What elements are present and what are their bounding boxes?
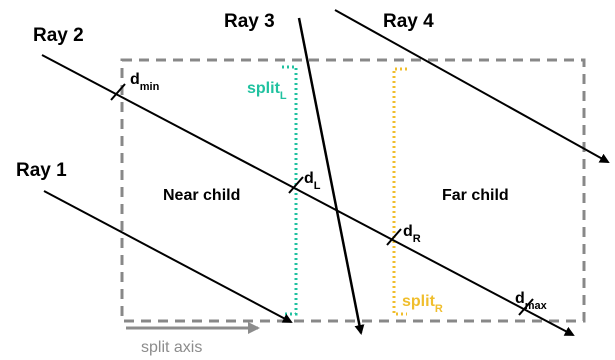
split-right-sub: R: [435, 303, 443, 315]
tick-dR: [386, 228, 402, 246]
ray-4-label: Ray 4: [383, 11, 434, 32]
split-plane-left: [282, 65, 298, 316]
far-child-label: Far child: [442, 187, 509, 204]
dL-sub: L: [314, 180, 321, 192]
split-axis-label: split axis: [141, 339, 202, 356]
dR-main: d: [403, 223, 413, 240]
split-plane-right: [392, 67, 407, 316]
tick-dL: [288, 176, 304, 194]
ray-3-line: [297, 17, 365, 335]
tick-dmax: [518, 298, 534, 316]
dR-sub: R: [413, 233, 421, 245]
dmin-label: dmin: [130, 71, 160, 93]
ray-2-label: Ray 2: [33, 25, 84, 46]
dL-label: dL: [304, 170, 321, 192]
ray-2-line: [41, 54, 575, 336]
dmin-sub: min: [140, 81, 160, 93]
split-right-label: splitR: [402, 293, 443, 315]
ray-1-label: Ray 1: [16, 160, 67, 181]
split-right-main: split: [402, 293, 436, 310]
ray-1-line: [43, 190, 293, 323]
dmax-label: dmax: [515, 290, 548, 312]
near-child-label: Near child: [163, 187, 240, 204]
dL-main: d: [304, 170, 314, 187]
dmax-sub: max: [525, 300, 548, 312]
tick-dmin: [110, 83, 126, 101]
split-left-label: splitL: [247, 80, 287, 102]
ray-4-line: [334, 9, 610, 163]
split-left-main: split: [247, 80, 281, 97]
dmax-main: d: [515, 290, 525, 307]
dR-label: dR: [403, 223, 421, 245]
split-left-sub: L: [280, 90, 287, 102]
node-bounding-box: [120, 58, 586, 323]
dmin-main: d: [130, 71, 140, 88]
ray-3-label: Ray 3: [224, 11, 275, 32]
